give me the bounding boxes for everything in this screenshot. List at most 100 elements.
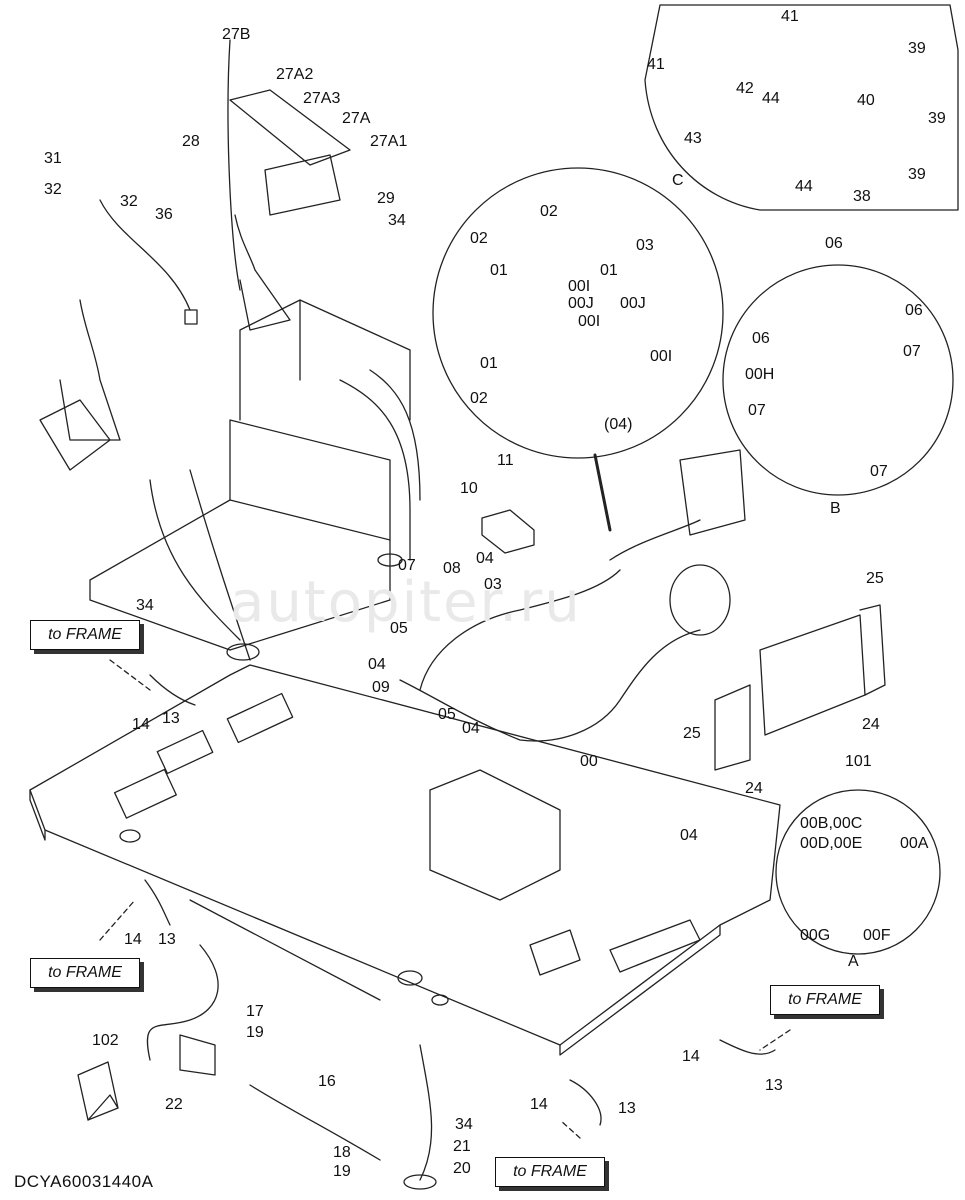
to-frame-callout: to FRAME: [30, 958, 140, 988]
left-joystick: [59, 299, 121, 441]
part-label: 06: [825, 235, 843, 252]
part-label: 04: [368, 656, 386, 673]
part-label: 21: [453, 1138, 471, 1155]
part-label: 00I: [650, 348, 673, 365]
detail-letter: B: [830, 500, 841, 517]
part-label: 02: [470, 230, 488, 247]
watermark: autopiter.ru: [230, 570, 582, 635]
part-label: 29: [377, 190, 395, 207]
part-label: 27A: [342, 110, 371, 127]
part-label: 34: [136, 597, 154, 614]
part-label: 00G: [800, 927, 831, 944]
part-label: 01: [490, 262, 508, 279]
part-label: 34: [388, 212, 406, 229]
part-label: 41: [781, 8, 799, 25]
part-label: 36: [155, 206, 173, 223]
part-label: 00I: [578, 313, 601, 330]
part-label: 07: [748, 402, 766, 419]
part-label: 14: [132, 716, 150, 733]
part-label: 24: [862, 716, 880, 733]
part-label: 13: [765, 1077, 783, 1094]
part-label: 27B: [222, 26, 251, 43]
part-label: 18: [333, 1144, 351, 1161]
part-label: 39: [908, 40, 926, 57]
part-label: 00D,00E: [800, 835, 863, 852]
part-label: 17: [246, 1003, 264, 1020]
part-label: 39: [908, 166, 926, 183]
part-label: 44: [795, 178, 813, 195]
to-frame-callout: to FRAME: [495, 1157, 605, 1187]
part-label: 00: [580, 753, 598, 770]
part-label: 00J: [568, 295, 594, 312]
part-label: 42: [736, 80, 754, 97]
part-label: 44: [762, 90, 780, 107]
part-label: 31: [44, 150, 62, 167]
part-label: 01: [600, 262, 618, 279]
part-label: 27A1: [370, 133, 408, 150]
part-label: 39: [928, 110, 946, 127]
part-label: 05: [438, 706, 456, 723]
to-frame-callout: to FRAME: [770, 985, 880, 1015]
part-label: 10: [460, 480, 478, 497]
part-label: 00H: [745, 366, 775, 383]
part-label: 22: [165, 1096, 183, 1113]
part-label: 13: [618, 1100, 636, 1117]
part-label: 09: [372, 679, 390, 696]
part-label: 24: [745, 780, 763, 797]
part-label: 28: [182, 133, 200, 150]
to-frame-callout: to FRAME: [30, 620, 140, 650]
detail-circle-b: [722, 264, 954, 496]
part-label: 38: [853, 188, 871, 205]
part-label: 14: [124, 931, 142, 948]
detail-circle-main: [432, 167, 724, 459]
part-label: 04: [476, 550, 494, 567]
part-label: 04: [462, 720, 480, 737]
part-label: 25: [866, 570, 884, 587]
part-label: 16: [318, 1073, 336, 1090]
part-label: 19: [246, 1024, 264, 1041]
relay-box-10: [481, 509, 535, 554]
part-label: 07: [903, 343, 921, 360]
part-label: 00I: [568, 278, 591, 295]
part-label: 32: [44, 181, 62, 198]
part-label: 19: [333, 1163, 351, 1180]
part-label: 40: [857, 92, 875, 109]
part-label: 02: [540, 203, 558, 220]
part-label: (04): [604, 416, 633, 433]
detail-letter: C: [672, 172, 684, 189]
part-label: 27A2: [276, 66, 314, 83]
part-label: 13: [162, 710, 180, 727]
part-label: 00F: [863, 927, 891, 944]
part-label: 00J: [620, 295, 646, 312]
part-label: 11: [497, 452, 514, 469]
part-label: 05: [390, 620, 408, 637]
fuse-box: [429, 769, 561, 901]
part-label: 03: [636, 237, 654, 254]
part-label: 101: [845, 753, 872, 770]
part-label: 34: [455, 1116, 473, 1133]
part-label: 41: [647, 56, 665, 73]
part-label: 06: [905, 302, 923, 319]
main-harness: [399, 629, 701, 742]
part-label: 20: [453, 1160, 471, 1177]
floor-plate: [29, 664, 781, 1046]
part-label: 04: [680, 827, 698, 844]
part-label: 07: [398, 557, 416, 574]
part-label: 27A3: [303, 90, 341, 107]
right-joystick: [234, 214, 291, 331]
part-label: 00A: [900, 835, 929, 852]
part-label: 14: [682, 1048, 700, 1065]
part-label: 32: [120, 193, 138, 210]
part-label: 03: [484, 576, 502, 593]
part-label: 06: [752, 330, 770, 347]
part-label: 14: [530, 1096, 548, 1113]
part-label: 13: [158, 931, 176, 948]
detail-circle-a: [775, 789, 941, 955]
part-label: 102: [92, 1032, 119, 1049]
part-label: 07: [870, 463, 888, 480]
detail-shape-c: [644, 4, 959, 211]
part-label: 43: [684, 130, 702, 147]
part-label: 25: [683, 725, 701, 742]
part-label: 00B,00C: [800, 815, 863, 832]
